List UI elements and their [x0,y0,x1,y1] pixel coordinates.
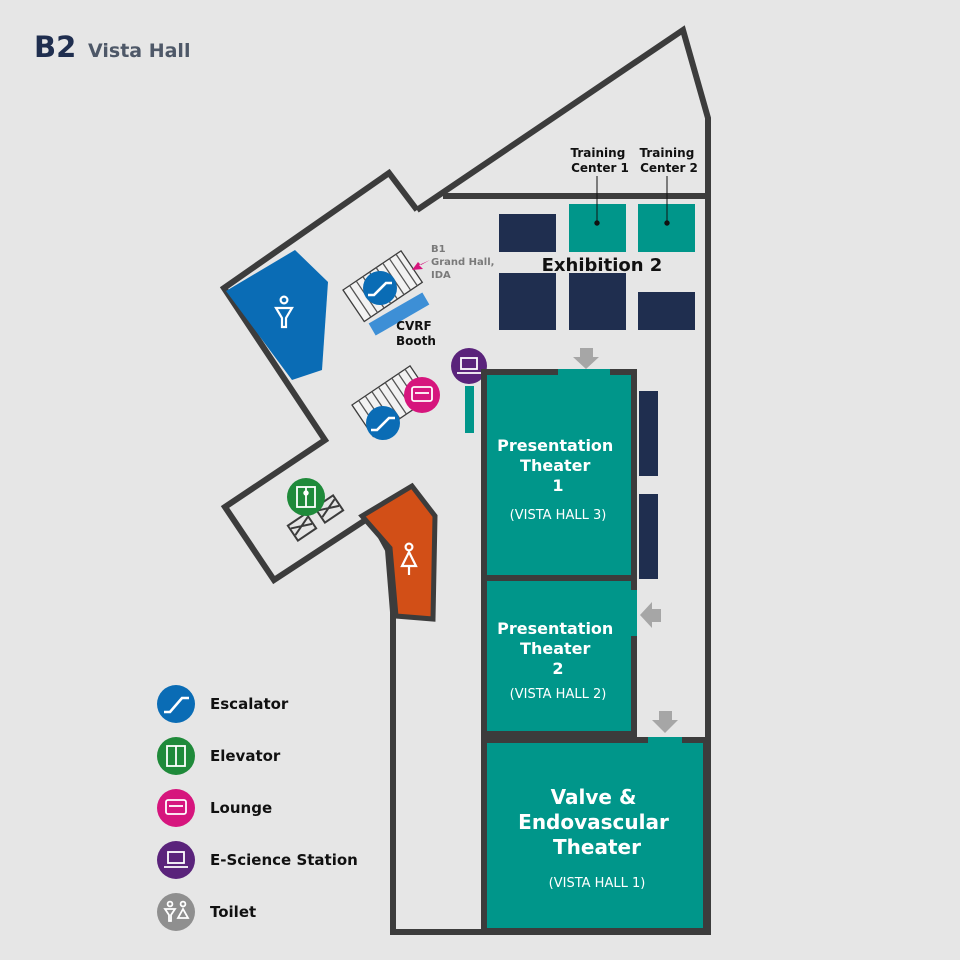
elevator-icon [166,745,186,767]
escalator-lower-icon [371,416,395,432]
legend-item-elevator: Elevator [157,737,281,775]
b1-arrow-icon [412,260,430,270]
valve-name: Valve & Endovascular Theater [518,785,676,859]
training-center-1-label: Training Center 1 [571,146,630,175]
entry-arrow-pt1-icon [573,348,599,369]
exhibition-2-label: Exhibition 2 [542,255,663,276]
legend-item-escalator: Escalator [157,685,289,723]
female-toilet-icon [400,542,418,575]
pt2-name: Presentation Theater 2 [497,619,619,678]
elevator-marker[interactable] [287,478,325,516]
training-center-2-label: Training Center 2 [640,146,699,175]
lounge-icon [411,386,433,402]
legend-label-elevator: Elevator [210,747,281,765]
male-toilet-icon [274,295,294,329]
valve-sub: (VISTA HALL 1) [549,876,646,891]
legend-label-lounge: Lounge [210,799,272,817]
presentation-theater-2[interactable]: Presentation Theater 2 (VISTA HALL 2) [481,575,637,737]
legend-label-toilet: Toilet [210,903,256,921]
exhibition-booths [499,214,695,579]
e-science-desk [465,386,474,433]
presentation-theater-1[interactable]: Presentation Theater 1 (VISTA HALL 3) [481,369,637,581]
legend-label-e-science: E-Science Station [210,851,358,869]
entry-arrow-pt2-icon [640,602,661,628]
cvrf-booth-label: CVRF Booth [396,319,436,348]
legend-label-escalator: Escalator [210,695,289,713]
cvrf-booth[interactable] [368,292,430,336]
female-toilet-room[interactable] [358,482,438,622]
training-label-leaders [594,176,670,226]
e-science-station-icon [164,851,188,868]
lounge-icon [165,799,187,815]
legend-item-e-science: E-Science Station [157,841,358,879]
level-label: B2 [34,30,76,64]
legend: Escalator Elevator Lounge E-Science [157,685,358,931]
e-science-marker[interactable] [451,348,487,384]
e-science-icon [457,357,481,374]
toilet-icon [163,900,190,922]
valve-endovascular-theater[interactable]: Valve & Endovascular Theater (VISTA HALL… [481,737,709,934]
legend-item-toilet: Toilet [157,893,256,931]
escalator-upper[interactable] [342,249,424,323]
pt1-sub: (VISTA HALL 3) [510,508,607,523]
escalator-upper-icon [368,281,392,297]
pt1-name: Presentation Theater 1 [497,436,619,495]
b1-link-label: B1 Grand Hall, IDA [431,244,498,281]
male-toilet-room[interactable] [226,250,328,380]
pt2-sub: (VISTA HALL 2) [510,687,607,702]
lounge-marker[interactable] [404,377,440,413]
legend-item-lounge: Lounge [157,789,272,827]
hall-label: Vista Hall [88,40,190,62]
escalator-icon [164,696,189,714]
elevator-icon [296,486,316,508]
door-openings [558,369,682,743]
entry-arrow-valve-icon [652,711,678,733]
